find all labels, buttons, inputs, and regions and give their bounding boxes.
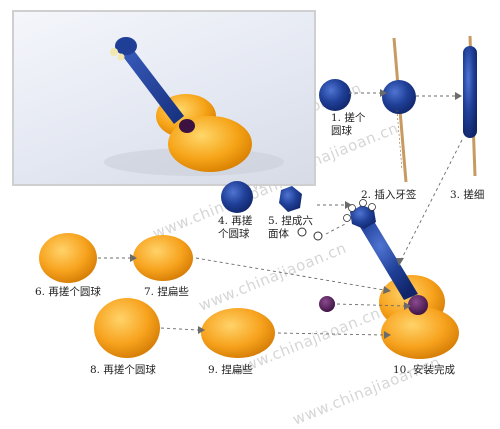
step5-label: 5. 捏成六 面体 [268,215,316,241]
step10-assembled-guitar [343,199,459,359]
step5-hexahedron [279,186,302,212]
step2-text: 2. 插入牙签 [361,189,417,201]
step3-label: 3. 搓细 [450,189,484,202]
step4-label: 4. 再搓 个圆球 [218,215,268,241]
step2-label: 2. 插入牙签 [361,189,416,202]
step8-orange-ball [94,298,160,358]
step7-text: 7. 捏扁些 [144,286,189,298]
step4-blue-ball [221,181,253,213]
guitar-photo-image [104,37,284,176]
arrow-heads [345,89,462,339]
step3-text: 3. 搓细 [450,189,485,201]
step9-text: 9. 捏扁些 [208,364,253,376]
step10-label: 10. 安装完成 [393,364,455,377]
step9-label: 9. 捏扁些 [208,364,253,377]
step10-text: 10. 安装完成 [393,364,456,376]
step6-text: 6. 再搓个圆球 [35,286,101,298]
step6-orange-ball [39,233,97,283]
step1-text: 1. 搓个 圆球 [331,112,366,137]
step6-label: 6. 再搓个圆球 [35,286,101,299]
step1-blue-ball [319,79,351,111]
step7-flattened-piece [133,235,193,281]
step5-white-peg-1 [297,227,307,237]
step8-label: 8. 再搓个圆球 [90,364,156,377]
step8-text: 8. 再搓个圆球 [90,364,156,376]
steps-illustration [39,35,477,359]
purple-ball [319,296,335,312]
step1-label: 1. 搓个 圆球 [331,112,367,138]
step5-text: 5. 捏成六 面体 [268,215,313,240]
step3-rolled-neck [463,35,477,177]
finished-guitar-photo [12,10,316,186]
step2-ball-on-toothpick [382,37,416,183]
step7-label: 7. 捏扁些 [144,286,189,299]
step9-flattened-piece [201,308,275,358]
step5-white-peg-2 [313,231,323,241]
step4-text: 4. 再搓 个圆球 [218,215,253,240]
dashed-arrows [195,92,463,336]
